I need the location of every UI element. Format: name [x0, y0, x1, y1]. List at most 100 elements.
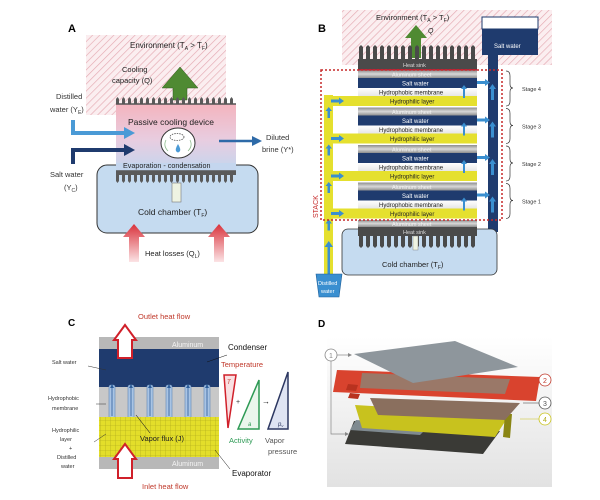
hydrophilic-layer	[328, 133, 477, 144]
aluminum-sheet-label: Aluminum sheet	[392, 110, 432, 116]
connector-post	[171, 182, 182, 203]
aluminum-sheet	[358, 145, 477, 153]
panel-b: B Environment (TA > TF) Q Salt water Hea…	[313, 10, 552, 298]
top-aluminum-plate	[354, 341, 518, 383]
fin	[182, 175, 185, 183]
evaporation-condensation-label-overlay: Evaporation - condensation	[123, 161, 211, 170]
feed-up-arrow	[327, 110, 330, 118]
distilled-water-pipe	[71, 120, 128, 135]
fin	[429, 45, 433, 60]
heat-losses-label: Heat losses (QL)	[145, 249, 200, 260]
top-heat-sink-fins	[116, 97, 233, 105]
stage-brace	[505, 183, 514, 219]
heat-out-arrow-b	[405, 25, 427, 58]
hydrophilic-layer-label: Hydrophilic layer	[390, 137, 434, 143]
fin	[146, 97, 149, 105]
fin	[401, 45, 405, 60]
distilled-water-line1: Distilled	[56, 92, 82, 101]
fin	[230, 175, 233, 183]
stage-brace	[505, 108, 514, 144]
feed-arrow	[331, 99, 341, 103]
fin	[471, 235, 475, 248]
vapor-up-arrowhead	[461, 85, 467, 89]
feed-up-arrowhead	[325, 107, 332, 111]
stage-brace	[505, 70, 514, 107]
feed-arrowhead	[339, 210, 344, 217]
aluminum-sheet-label: Aluminum sheet	[392, 185, 432, 191]
vapor-flux-label: Vapor flux (J)	[140, 434, 185, 443]
feed-up-arrowhead	[325, 219, 332, 224]
fin	[134, 97, 137, 105]
distilled-water-beaker	[315, 273, 343, 298]
stage-brace	[505, 145, 514, 182]
fin	[206, 97, 209, 105]
plus-sign: +	[236, 399, 240, 406]
feed-arrow	[331, 212, 341, 215]
fin	[134, 175, 137, 183]
salt-water-line1: Salt water	[50, 170, 84, 179]
callout-3-label: 3	[543, 401, 547, 408]
salt-outflow-arrowhead	[485, 191, 490, 199]
heat-sink-bottom-label-overlay: Heat sink	[403, 230, 426, 236]
hydrophilic-layer	[328, 96, 477, 106]
cooling-capacity-arrow	[161, 66, 199, 101]
feed-arrow	[331, 174, 341, 178]
fin	[450, 45, 454, 60]
salt-water-tank	[482, 29, 538, 55]
heat-sink-top-base	[358, 59, 477, 69]
salt-water-channel	[358, 115, 477, 126]
callout-1-arrow-top	[348, 353, 352, 357]
fin	[359, 45, 363, 60]
fin	[429, 235, 433, 248]
feed-arrowhead	[339, 135, 344, 142]
fin	[140, 175, 143, 183]
cold-chamber-label-b: Cold chamber (TF)	[382, 260, 444, 271]
fin	[387, 45, 391, 60]
fin	[206, 175, 209, 183]
salt-water-label-c: Salt water	[52, 360, 77, 366]
salt-water-channel	[358, 153, 477, 163]
salt-outflow-arrow	[477, 193, 487, 197]
feed-up-arrowhead	[325, 144, 332, 149]
pore-flux-arrowhead	[167, 384, 171, 388]
heat-loss-arrow-left	[123, 224, 145, 262]
hydrophobic-membrane	[358, 88, 477, 96]
beaker-up-arrow	[327, 245, 330, 275]
fin	[122, 97, 125, 105]
arrow-sign: →	[262, 397, 270, 406]
condenser-label: Condenser	[228, 343, 267, 352]
fin	[366, 45, 370, 60]
activity-triangle	[236, 379, 260, 430]
pore-flux-arrowhead	[129, 384, 133, 388]
callout-1-leader-bottom	[330, 361, 347, 435]
membrane-label-line1: Hydrophobic	[48, 396, 79, 402]
pv-symbol: pv	[277, 422, 284, 428]
fin	[457, 235, 461, 248]
stack-boundary	[320, 69, 503, 221]
distilled-feed-arrows	[324, 97, 344, 275]
salt-water-pipe	[71, 148, 128, 164]
hydrophobic-membrane	[358, 125, 477, 134]
q-label-b: Q	[428, 28, 434, 35]
fin	[128, 97, 131, 105]
salt-water-arrowhead	[124, 144, 135, 156]
hydrophilic-layer-label: Hydrophilic layer	[390, 175, 434, 181]
fin	[373, 235, 377, 248]
panel-letter-a: A	[68, 23, 76, 35]
salt-outflow-arrow	[477, 118, 487, 122]
fin	[146, 175, 149, 183]
fin	[122, 175, 125, 183]
membrane-layer-3d	[370, 398, 520, 420]
fin	[152, 175, 155, 183]
panel-letter-d: D	[318, 319, 325, 330]
fin	[170, 97, 173, 105]
aluminum-sheet-label: Aluminum sheet	[392, 73, 432, 79]
fin	[380, 45, 384, 60]
device-bottom-band	[116, 163, 236, 171]
hydrophobic-membrane-layer	[99, 387, 219, 417]
vapor-label-line1: Vapor	[265, 436, 285, 445]
aluminum-bottom-label: Aluminum	[172, 461, 203, 468]
beaker-label-line2: water	[320, 289, 335, 295]
